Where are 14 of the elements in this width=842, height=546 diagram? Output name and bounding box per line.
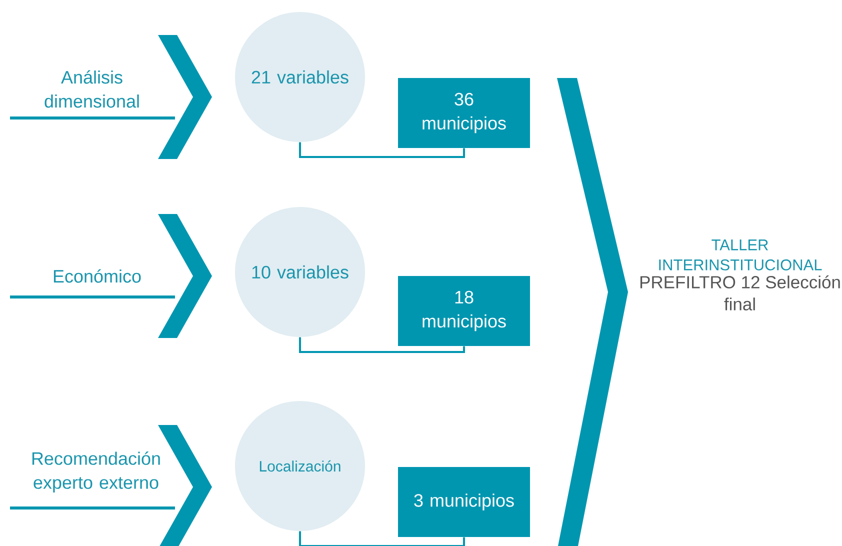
municipios-box: 18 municipios (398, 276, 530, 346)
input-label: Análisis dimensional (10, 70, 175, 120)
chevron-arrow (158, 425, 212, 546)
input-label: Recomendación experto externo (10, 452, 175, 510)
municipios-box: 36 municipios (398, 78, 530, 148)
step-text: PREFILTRO 12 Selección final (640, 275, 840, 310)
chevron-arrow (158, 214, 212, 338)
input-label: Económico (10, 269, 175, 298)
connector-line (299, 531, 465, 546)
municipios-box: 3 municipios (398, 467, 530, 537)
step-heading: TALLER INTERINSTITUCIONAL (659, 240, 822, 270)
connector-line (299, 142, 465, 158)
chevron-arrow (158, 35, 212, 159)
connector-line (299, 337, 465, 353)
